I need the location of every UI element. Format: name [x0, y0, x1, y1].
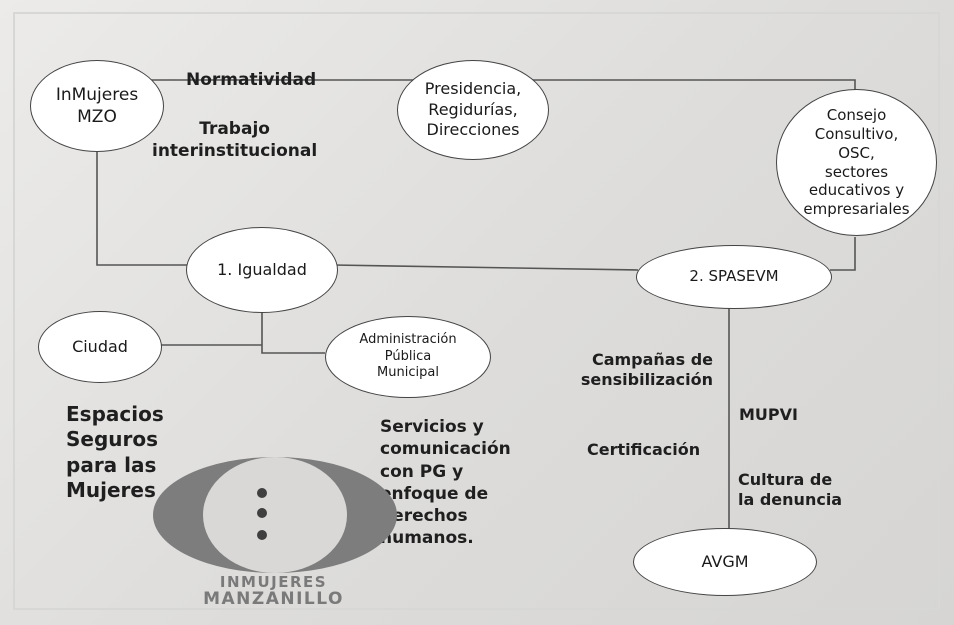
label-certificacion: Certificación — [587, 440, 701, 459]
node-spasevm: 2. SPASEVM — [636, 245, 832, 309]
node-administracion: Administración Pública Municipal — [325, 316, 491, 398]
logo-line-1: INMUJERES — [219, 573, 328, 591]
node-presidencia: Presidencia, Regidurías, Direcciones — [397, 60, 549, 160]
node-consejo: Consejo Consultivo, OSC, sectores educat… — [776, 89, 937, 236]
label-servicios: Servicios y comunicación con PG y enfoqu… — [380, 417, 511, 549]
label-normatividad: Normatividad — [186, 70, 317, 90]
inmujeres-logo-icon — [153, 457, 397, 573]
label-espacios-seguros: Espacios Seguros para las Mujeres — [66, 402, 164, 503]
connector-igualdad-spasevm — [332, 264, 639, 271]
node-ciudad: Ciudad — [38, 311, 162, 383]
diagram-frame — [13, 12, 940, 610]
label-campanas: Campañas de sensibilización — [580, 350, 713, 390]
label-cultura-denuncia: Cultura de la denuncia — [738, 470, 843, 510]
node-igualdad: 1. Igualdad — [186, 227, 338, 313]
node-inmujeres-mzo: InMujeres MZO — [30, 60, 164, 152]
label-trabajo-interinstitucional: Trabajo interinstitucional — [152, 119, 318, 161]
label-mupvi: MUPVI — [739, 405, 798, 424]
logo-line-2: MANZANILLO — [203, 589, 344, 610]
connector-spasevm-right — [830, 237, 856, 271]
connector-igualdad-admin — [261, 310, 325, 354]
logo-wordmark: INMUJERES MANZANILLO — [176, 574, 371, 609]
node-avgm: AVGM — [633, 528, 817, 596]
